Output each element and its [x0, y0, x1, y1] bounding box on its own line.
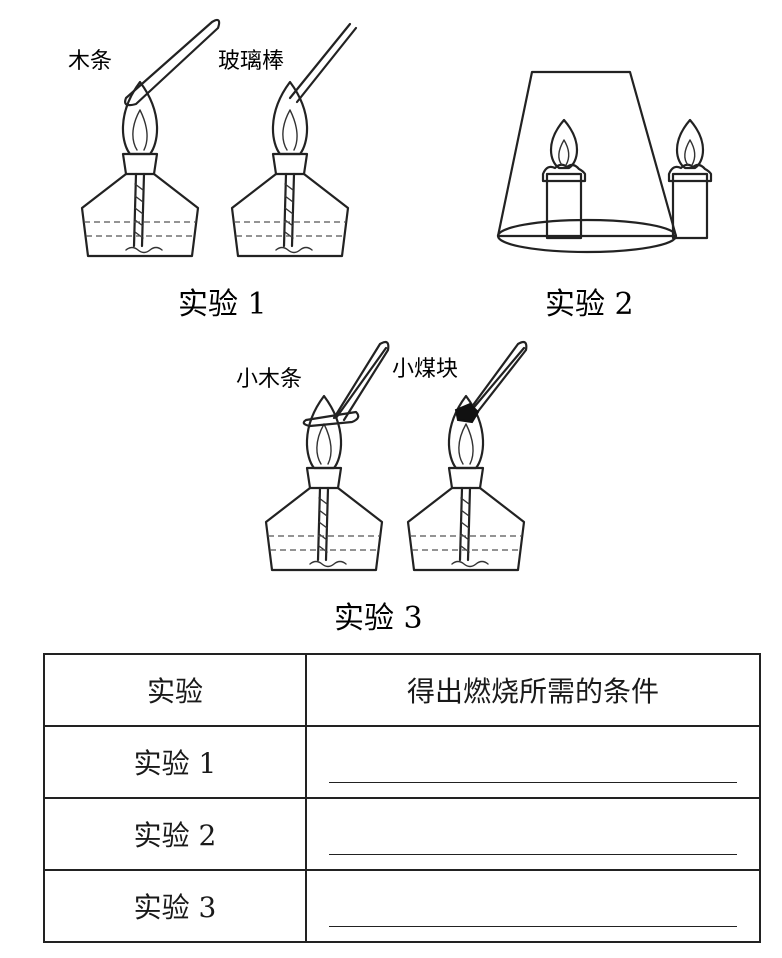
table-header-row: 实验 得出燃烧所需的条件	[43, 653, 761, 727]
answer-cell[interactable]	[305, 869, 761, 943]
results-table: 实验 得出燃烧所需的条件 实验 1 实验 2 实验 3	[43, 653, 761, 943]
coal-lump-icon	[454, 402, 480, 424]
tongs-icon	[466, 340, 528, 416]
glass-rod-icon	[288, 22, 358, 104]
caption-experiment-2: 实验 2	[545, 287, 634, 322]
candle-icon	[667, 118, 713, 240]
experiment-2-illustration: 实验 2	[496, 70, 713, 322]
label-coal: 小煤块	[392, 357, 458, 382]
label-wood: 木条	[68, 49, 112, 74]
table-row: 实验 1	[43, 725, 761, 799]
header-experiment: 实验	[43, 653, 307, 727]
label-glass-rod: 玻璃棒	[218, 49, 284, 74]
label-small-wood: 小木条	[236, 367, 302, 392]
answer-blank[interactable]	[329, 853, 737, 855]
experiment-1-illustration: 木条 玻璃棒 实验 1	[68, 18, 358, 322]
answer-blank[interactable]	[329, 781, 737, 783]
cell-experiment: 实验 2	[43, 797, 307, 871]
header-condition: 得出燃烧所需的条件	[305, 653, 761, 727]
cell-experiment: 实验 3	[43, 869, 307, 943]
cell-experiment: 实验 1	[43, 725, 307, 799]
answer-cell[interactable]	[305, 725, 761, 799]
caption-experiment-1: 实验 1	[178, 287, 267, 322]
caption-experiment-3: 实验 3	[334, 601, 423, 636]
small-wood-icon	[302, 410, 360, 428]
table-row: 实验 2	[43, 797, 761, 871]
experiment-figure: 木条 玻璃棒 实验 1 实验 2 小木条 小煤块 实验 3	[68, 18, 713, 636]
answer-cell[interactable]	[305, 797, 761, 871]
alcohol-lamp-icon	[264, 394, 384, 572]
wooden-stick-icon	[124, 18, 221, 107]
table-row: 实验 3	[43, 869, 761, 943]
beaker-cover-icon	[496, 70, 678, 238]
alcohol-lamp-icon	[80, 80, 200, 258]
alcohol-lamp-icon	[230, 80, 350, 258]
answer-blank[interactable]	[329, 925, 737, 927]
tongs-icon	[332, 340, 390, 422]
experiment-3-illustration: 小木条 小煤块 实验 3	[236, 340, 528, 636]
